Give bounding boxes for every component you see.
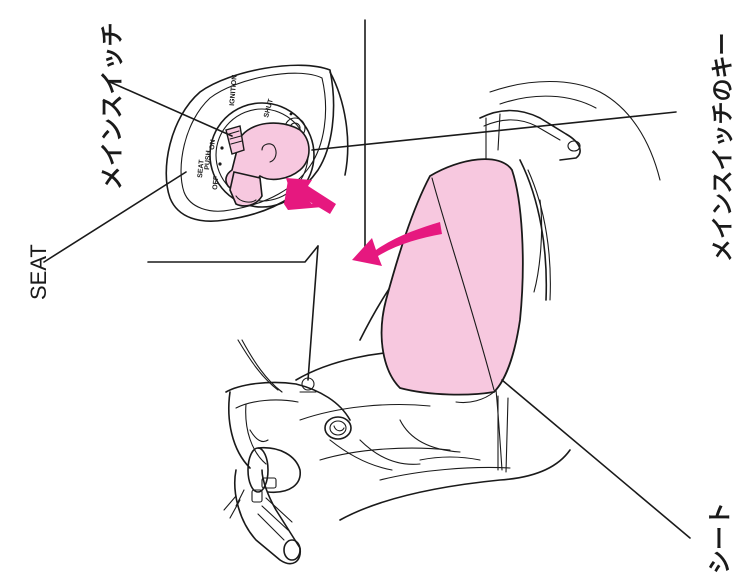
callout-main-switch-key: メインスイッチのキー [710, 32, 736, 262]
key-blade [226, 126, 244, 154]
callout-seat: シート [706, 502, 734, 574]
marking-ignition: IGNITION [229, 75, 239, 107]
seat-cushion [382, 159, 523, 394]
leader-lines [44, 82, 690, 538]
key-grip [230, 172, 262, 206]
marking-shut: SHUT [263, 98, 275, 119]
callout-main-switch: メインスイッチ [98, 22, 126, 190]
marking-off: OFF [212, 175, 220, 190]
seat [382, 159, 523, 470]
callout-seat-position: SEAT [26, 244, 51, 300]
marking-on: ON [209, 139, 217, 150]
